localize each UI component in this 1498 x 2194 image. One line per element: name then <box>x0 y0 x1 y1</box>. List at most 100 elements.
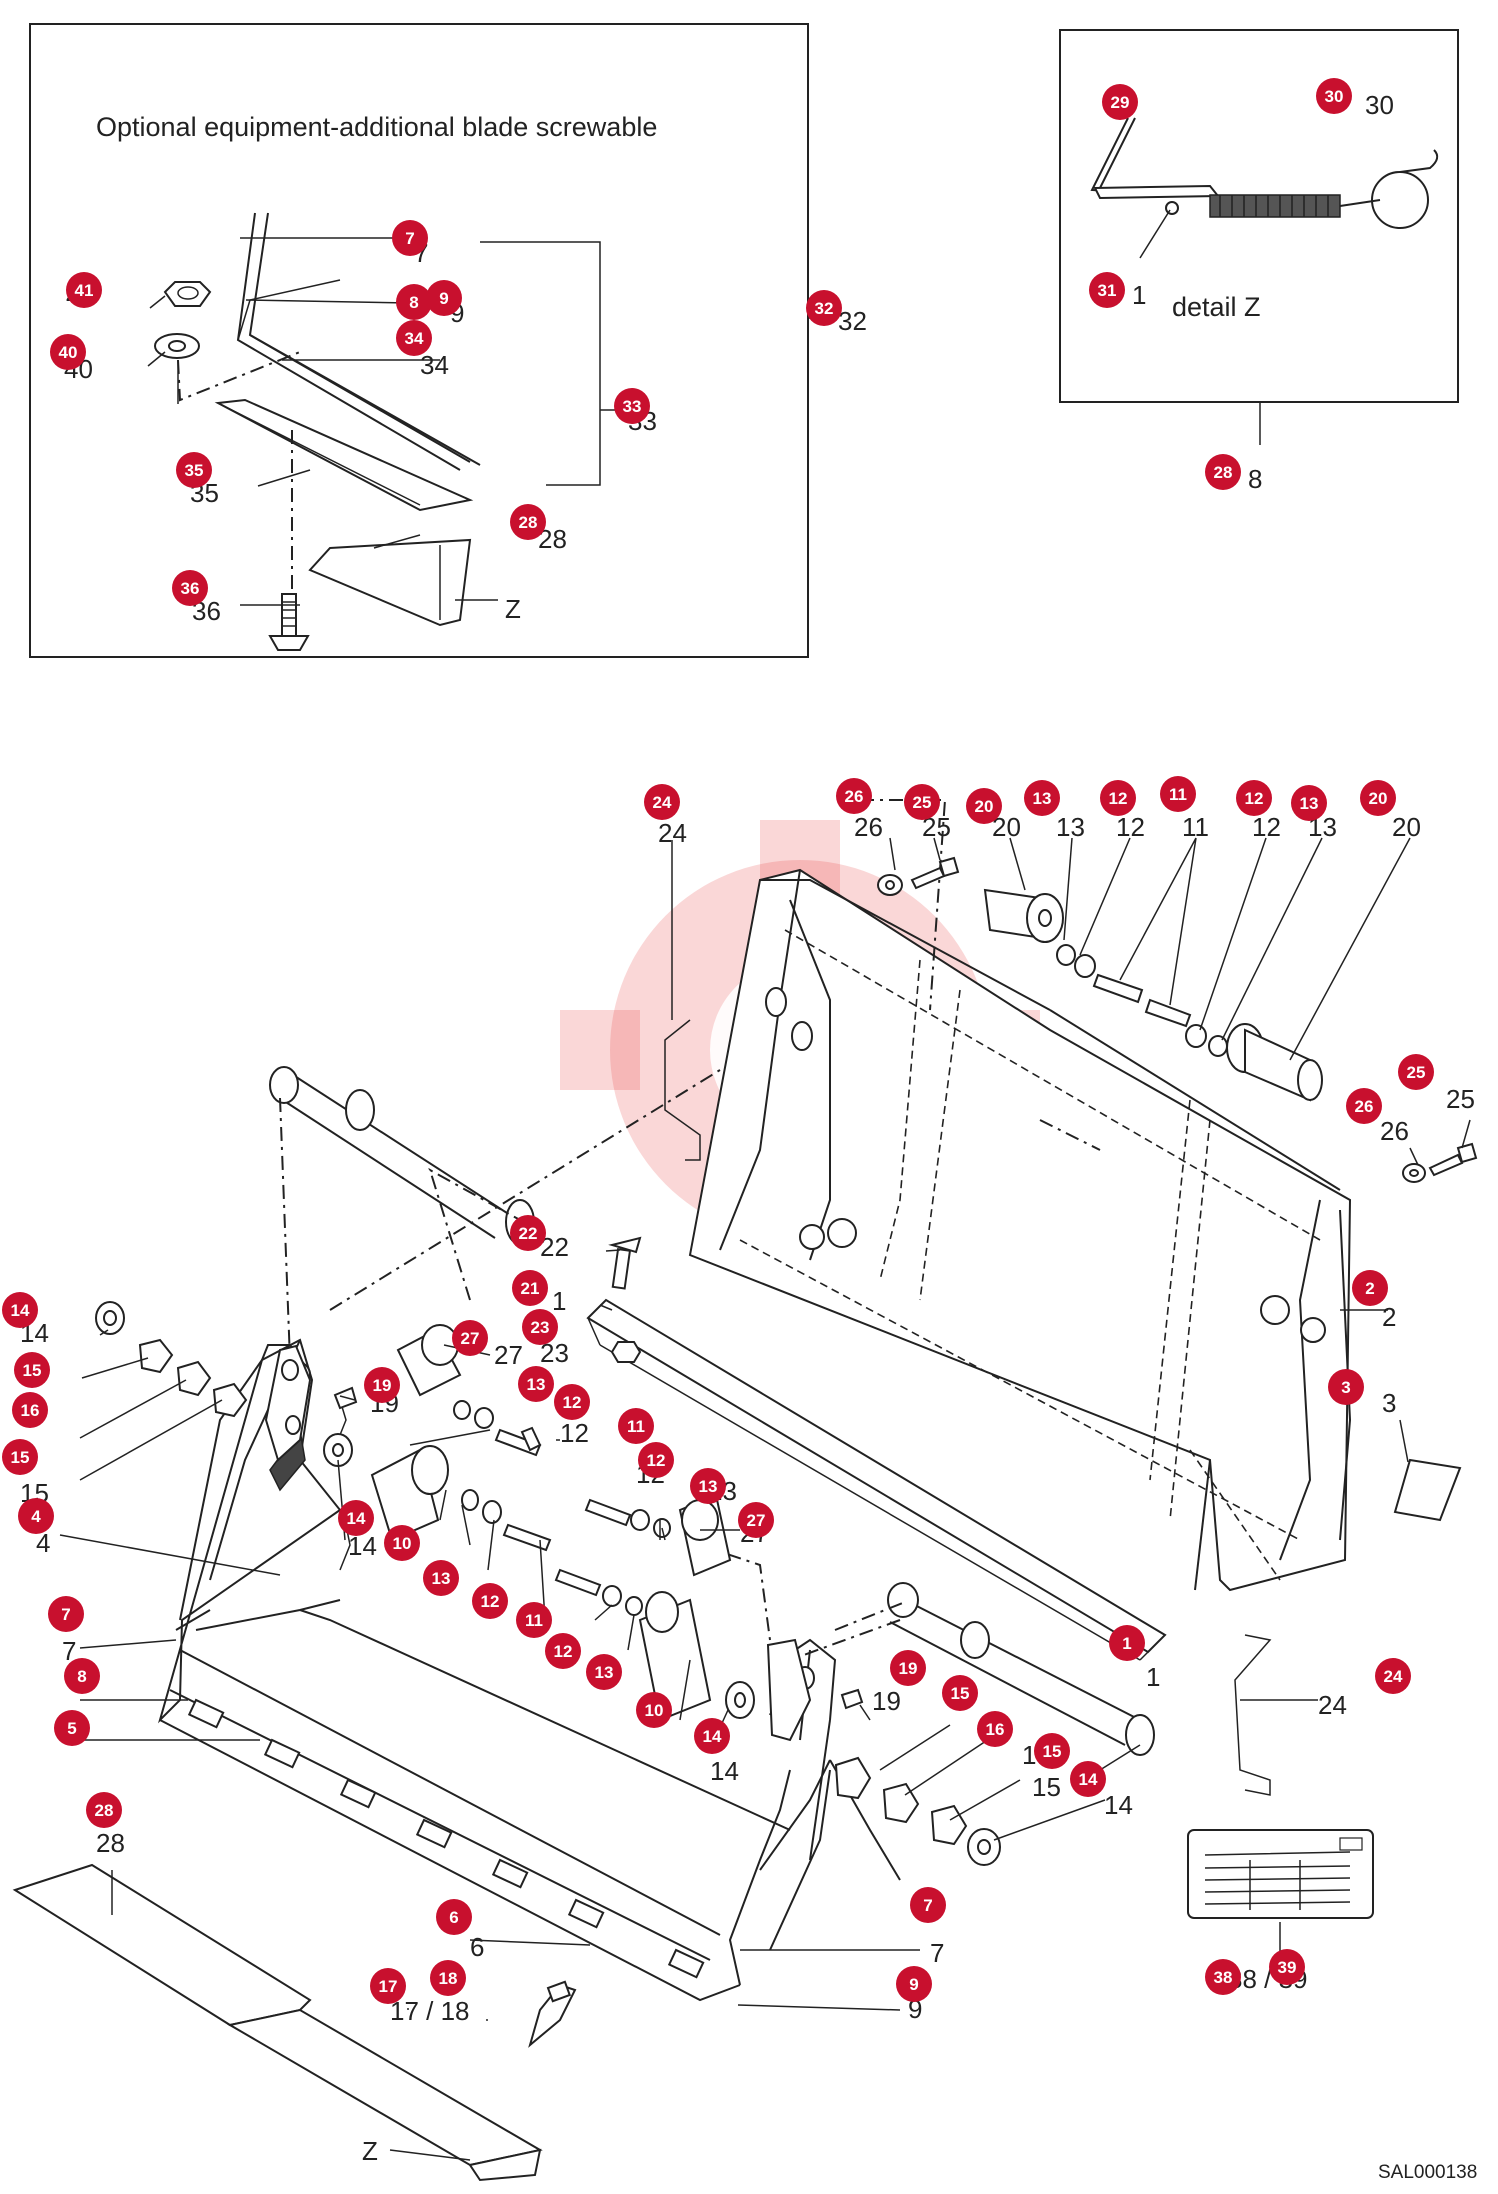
callout-marker <box>1109 1625 1145 1661</box>
label-11a: 11 <box>1182 812 1209 842</box>
callout-number: 31 <box>1098 281 1117 300</box>
callout-marker <box>364 1367 400 1403</box>
callout-marker <box>510 1215 546 1251</box>
callout-c11a: 11 <box>1160 776 1196 812</box>
callout-marker <box>554 1384 590 1420</box>
callout-c35: 35 <box>176 452 212 488</box>
label-1a: 1 <box>552 1286 566 1316</box>
callout-c15d: 15 <box>1034 1733 1070 1769</box>
callout-number: 34 <box>405 329 424 348</box>
callout-c12c: 12 <box>554 1384 590 1420</box>
hardware-row-top <box>877 856 1478 1183</box>
callout-number: 7 <box>61 1605 70 1624</box>
callout-marker <box>12 1392 48 1428</box>
callout-marker <box>1205 1959 1241 1995</box>
label-27a: 27 <box>494 1340 523 1370</box>
callout-number: 28 <box>1214 463 1233 482</box>
callout-c14d: 14 <box>1070 1761 1106 1797</box>
callout-c38: 38 <box>1205 1959 1241 1995</box>
inset-additional-blade: Optional equipment-additional blade scre… <box>29 23 867 658</box>
callout-marker <box>2 1292 38 1328</box>
callout-c23: 23 <box>522 1309 558 1345</box>
callout-marker <box>430 1960 466 1996</box>
callout-c19a: 19 <box>364 1367 400 1403</box>
label-12a: 12 <box>1116 812 1145 842</box>
callout-number: 30 <box>1325 87 1344 106</box>
callout-marker <box>586 1654 622 1690</box>
callout-number: 3 <box>1341 1378 1350 1397</box>
callout-c13b: 13 <box>1291 785 1327 821</box>
label-4: 4 <box>36 1528 50 1558</box>
callout-c11b: 11 <box>618 1408 654 1444</box>
callout-number: 15 <box>951 1684 970 1703</box>
callout-number: 4 <box>31 1507 41 1526</box>
callout-number: 26 <box>1355 1097 1374 1116</box>
callout-marker <box>738 1502 774 1538</box>
callout-c22: 22 <box>510 1215 546 1251</box>
callout-number: 13 <box>1033 789 1052 808</box>
callout-c41: 41 <box>66 272 102 308</box>
callout-c12a: 12 <box>1100 780 1136 816</box>
label-12c: 12 <box>560 1418 589 1448</box>
callout-marker <box>977 1711 1013 1747</box>
bolt-group-left <box>333 1386 671 1616</box>
callout-marker <box>176 452 212 488</box>
callout-marker <box>618 1408 654 1444</box>
callout-c30: 30 <box>1316 78 1352 114</box>
tooth-17-18-icon <box>528 1980 577 2048</box>
callout-marker <box>1398 1054 1434 1090</box>
callout-number: 13 <box>1300 794 1319 813</box>
callout-number: 33 <box>623 397 642 416</box>
callout-c24b: 24 <box>1375 1658 1411 1694</box>
label-28c: 28 <box>96 1828 125 1858</box>
callout-c2: 2 <box>1352 1270 1388 1306</box>
bolt-22-icon <box>608 1236 642 1290</box>
callout-marker <box>172 570 208 606</box>
label-1b: 1 <box>1146 1662 1160 1692</box>
label-24a: 24 <box>658 818 687 848</box>
callout-number: 1 <box>1122 1634 1131 1653</box>
callout-number: 29 <box>1111 93 1130 112</box>
callout-marker <box>472 1583 508 1619</box>
callout-number: 14 <box>11 1301 30 1320</box>
callout-c19b: 19 <box>890 1650 926 1686</box>
callout-marker <box>1070 1761 1106 1797</box>
callout-marker <box>48 1596 84 1632</box>
callout-marker <box>942 1675 978 1711</box>
callout-number: 13 <box>527 1375 546 1394</box>
callout-marker <box>512 1270 548 1306</box>
callout-number: 19 <box>899 1659 918 1678</box>
label-6: 6 <box>470 1932 484 1962</box>
callout-number: 13 <box>595 1663 614 1682</box>
callout-marker <box>396 284 432 320</box>
callout-marker <box>86 1792 122 1828</box>
label-32: 32 <box>838 306 867 336</box>
callout-number: 8 <box>77 1667 86 1686</box>
callout-c25b: 25 <box>1398 1054 1434 1090</box>
callout-marker <box>694 1718 730 1754</box>
callout-c9a: 9 <box>426 280 462 316</box>
callout-c17: 17 <box>370 1968 406 2004</box>
callout-marker <box>904 784 940 820</box>
callout-marker <box>966 788 1002 824</box>
callout-number: 11 <box>627 1417 645 1436</box>
callout-marker <box>1352 1270 1388 1306</box>
callout-c12e: 12 <box>472 1583 508 1619</box>
callout-c24a: 24 <box>644 784 680 820</box>
callout-c5: 5 <box>54 1710 90 1746</box>
callout-c14b: 14 <box>338 1500 374 1536</box>
callout-number: 22 <box>519 1224 538 1243</box>
callout-marker <box>1160 776 1196 812</box>
callout-marker <box>614 388 650 424</box>
callout-marker <box>510 504 546 540</box>
callout-c21: 21 <box>512 1270 548 1306</box>
callout-number: 28 <box>519 513 538 532</box>
callout-marker <box>426 280 462 316</box>
callout-c26b: 26 <box>1346 1088 1382 1124</box>
drawing-code: SAL000138 <box>1378 2162 1477 2183</box>
callout-number: 19 <box>373 1376 392 1395</box>
callout-c13f: 13 <box>586 1654 622 1690</box>
callout-marker <box>1328 1369 1364 1405</box>
